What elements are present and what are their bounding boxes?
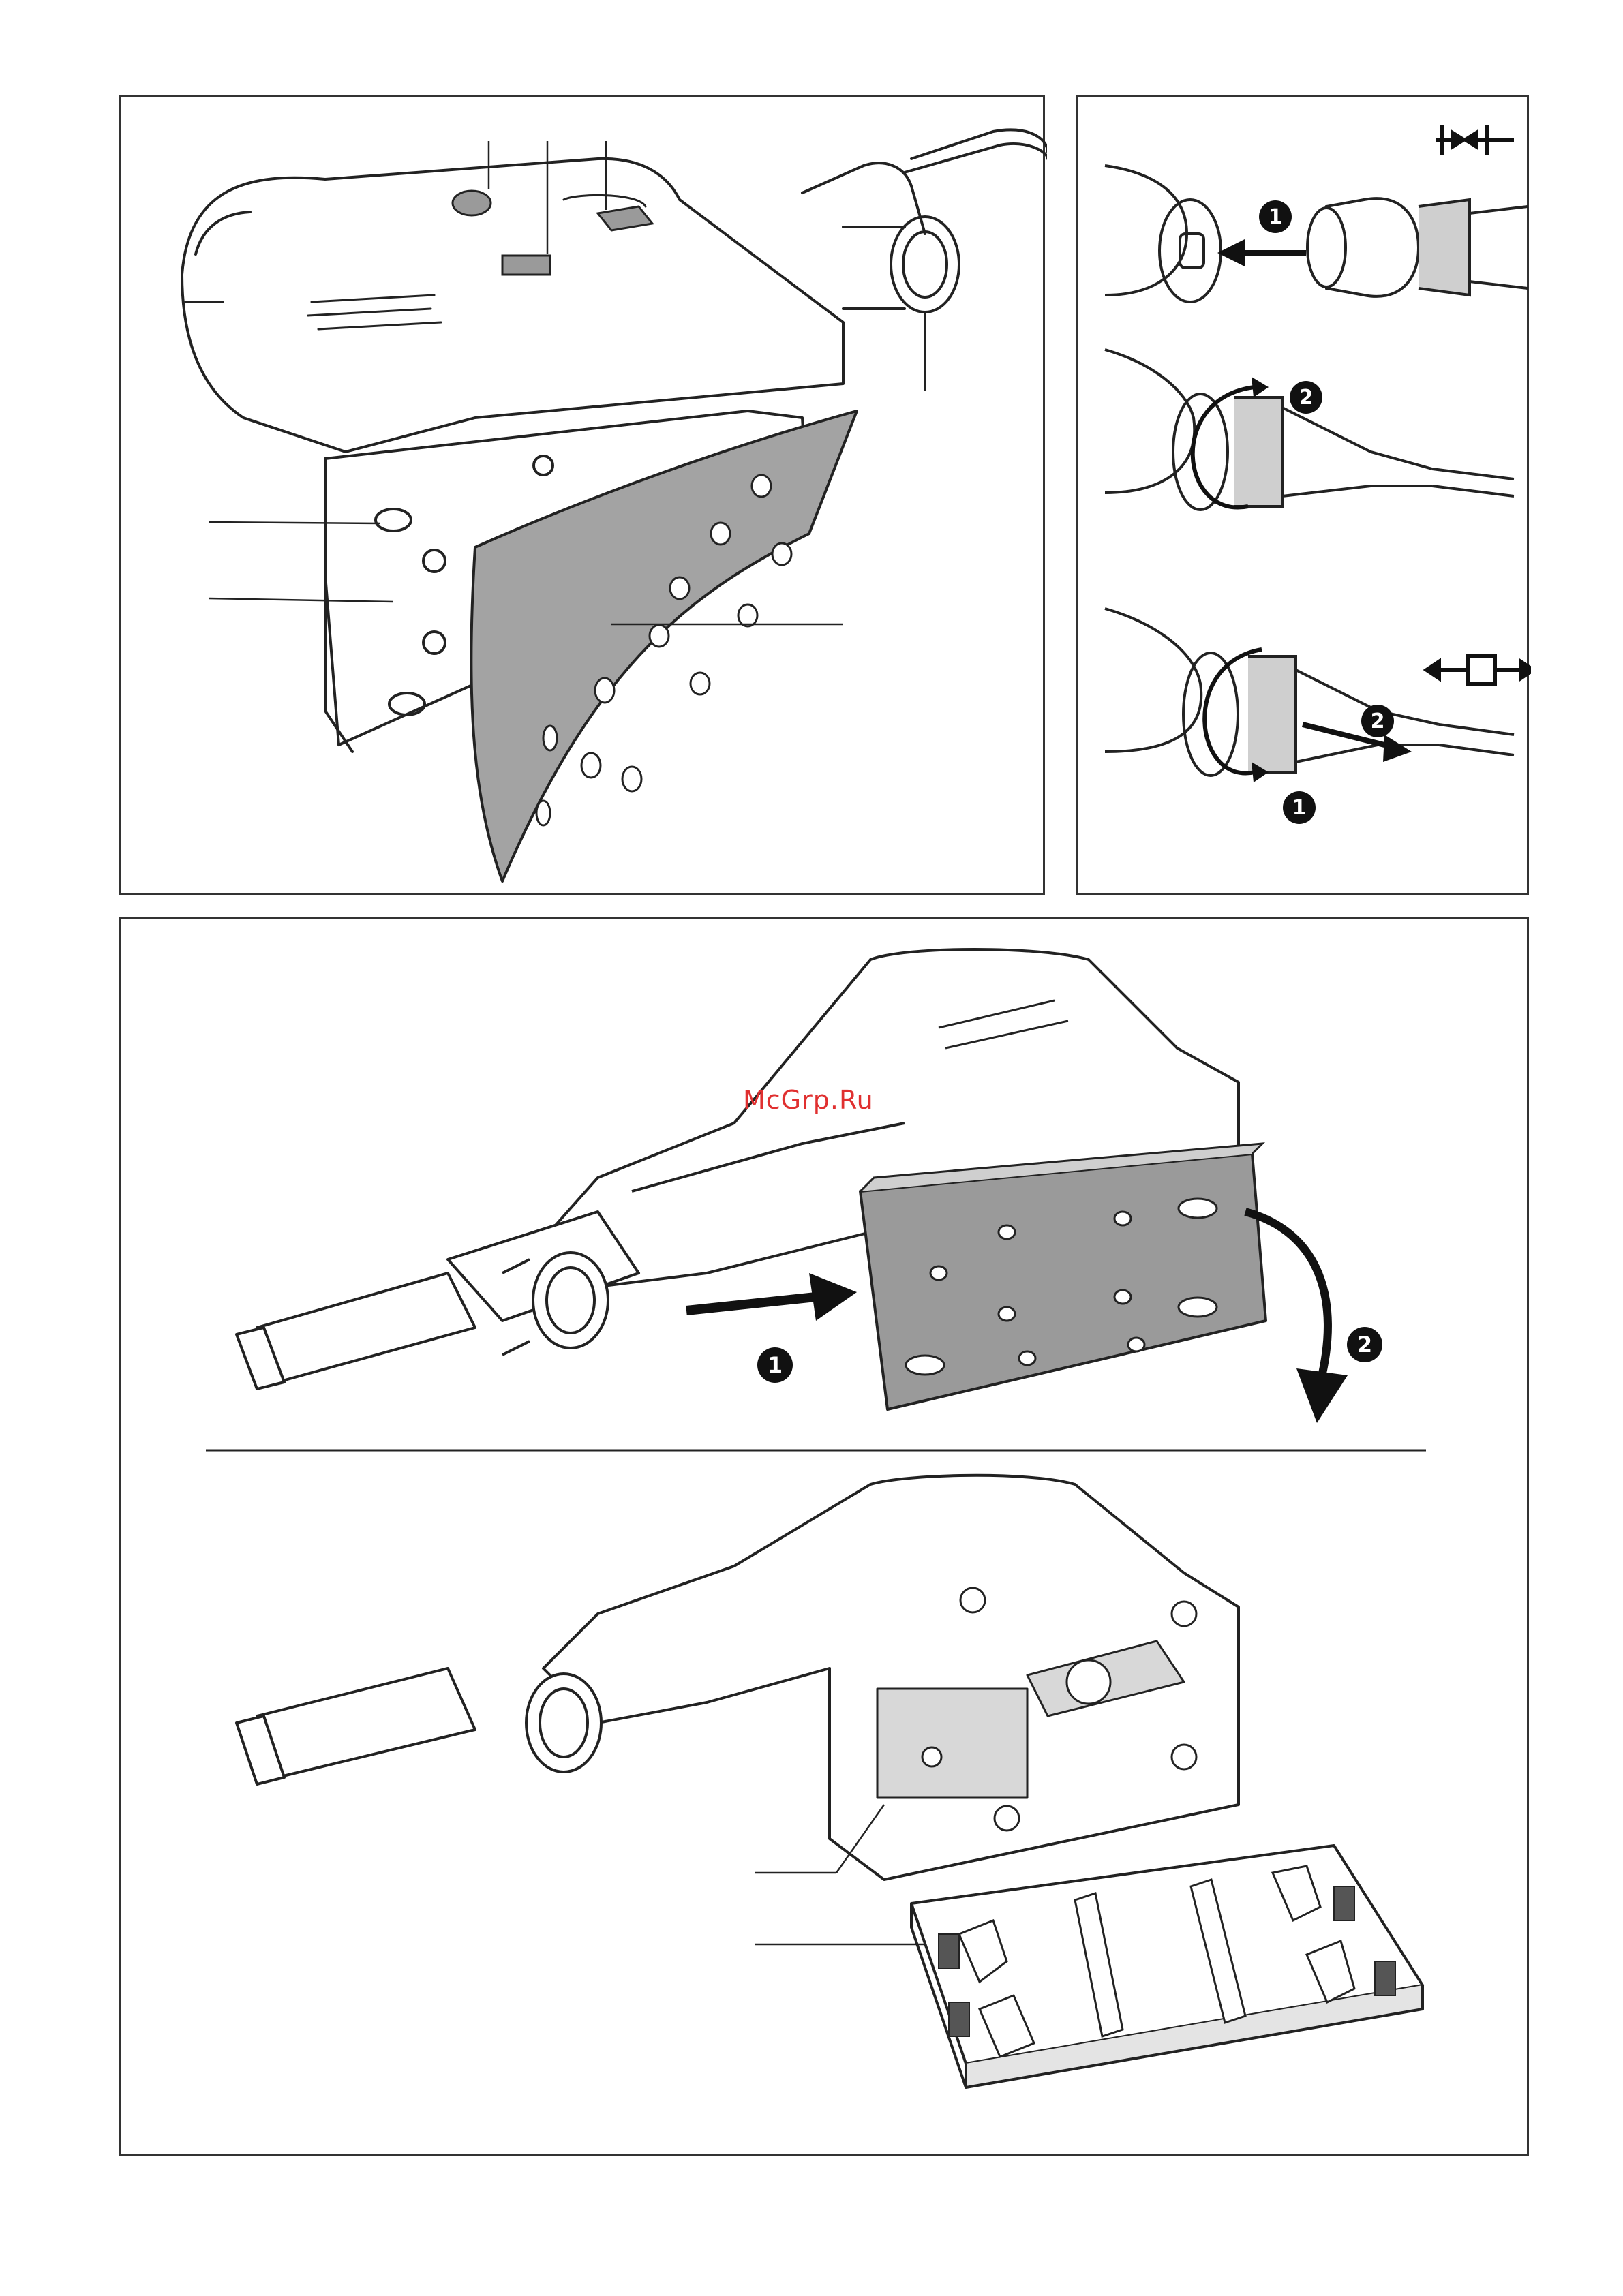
plug-connection-drawing: 1 2	[1078, 97, 1531, 897]
svg-text:1: 1	[768, 1352, 783, 1378]
sander-overview-drawing	[121, 97, 1047, 897]
svg-text:1: 1	[1292, 796, 1307, 820]
panel-plug-connection: 1 2	[1076, 95, 1529, 895]
svg-text:1: 1	[1269, 205, 1283, 229]
svg-text:2: 2	[1371, 709, 1385, 733]
svg-text:2: 2	[1357, 1332, 1372, 1358]
connect-plug-icon	[1436, 125, 1514, 155]
step-badge-twist-2: 2	[1290, 381, 1322, 414]
step-badge-tilt-2: 2	[1347, 1327, 1382, 1362]
step-badge-connect-1: 1	[1259, 200, 1292, 233]
disconnect-plug-icon	[1427, 656, 1531, 684]
svg-text:2: 2	[1299, 386, 1314, 410]
step-badge-disconnect-1: 1	[1283, 791, 1316, 824]
step-badge-slide-1: 1	[757, 1347, 793, 1383]
watermark: McGrp.Ru	[743, 1085, 874, 1115]
panel-sander-overview	[119, 95, 1045, 895]
step-badge-disconnect-2: 2	[1361, 705, 1394, 737]
